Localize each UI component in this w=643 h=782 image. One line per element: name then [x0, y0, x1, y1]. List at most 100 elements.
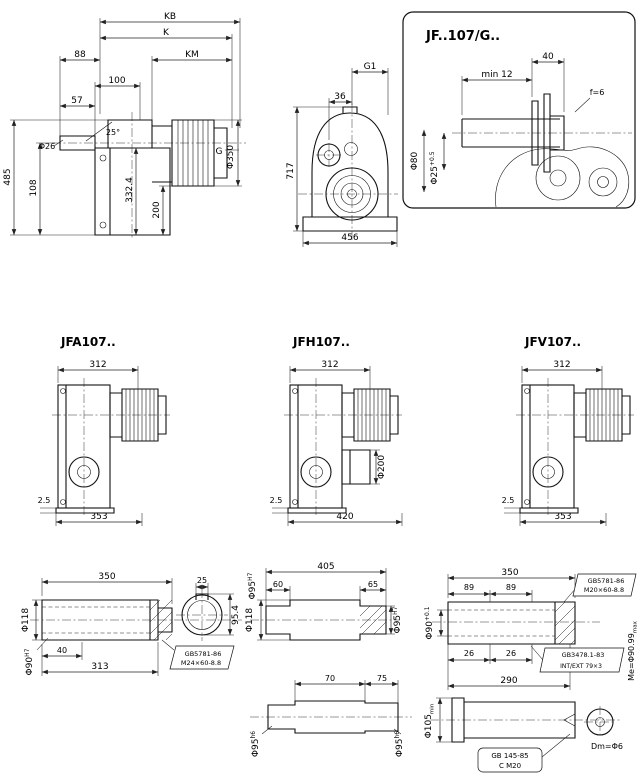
dim-36: 36	[334, 92, 346, 102]
centerline	[52, 378, 170, 516]
motor-fins	[357, 389, 387, 441]
dim-phi95h7-right: Φ95H7	[392, 606, 403, 633]
upper-bore	[317, 143, 341, 167]
detail-title: JF..107/G..	[425, 29, 500, 44]
dim-290: 290	[500, 676, 517, 686]
callout-size: M24×60-8.8	[181, 659, 221, 667]
centerline	[298, 103, 398, 240]
bolt-hole	[99, 221, 107, 229]
output-bore	[325, 167, 379, 221]
dim-312: 312	[553, 360, 570, 370]
thread-callout-box	[477, 747, 543, 773]
bolt-hole	[292, 499, 298, 505]
hatching	[554, 601, 576, 645]
callout-box	[169, 645, 235, 670]
housing-break-line	[495, 146, 630, 208]
dim-phi90: Φ90+0.1	[424, 606, 435, 639]
dim-g1: G1	[364, 62, 377, 72]
dim-25: 25	[197, 576, 207, 585]
extension-lines	[10, 18, 242, 236]
dim-phi80: Φ80	[410, 151, 420, 170]
dim-717: 717	[286, 162, 296, 179]
dim-dm: Dm=Φ6	[591, 742, 623, 751]
dim-350: 350	[98, 572, 115, 582]
dim-phi95h7-left: Φ95H7	[247, 572, 258, 599]
thread-std: GB 145-85	[491, 752, 528, 760]
bore-hidden-lines	[42, 606, 150, 634]
dim-332: 332.4	[125, 177, 135, 203]
output-bore-inner	[333, 175, 371, 213]
variant-jfv: JFV107.. 312 2.5 353	[502, 335, 634, 526]
side-view: KB K 88 KM 100 57 25° Φ26 485 108 332.4 …	[3, 12, 246, 240]
variant-label: JFH107..	[292, 335, 350, 349]
dim-2-5: 2.5	[270, 496, 283, 505]
motor-fins	[589, 389, 619, 441]
dim-k: K	[163, 28, 170, 38]
callout-size: M20×60-8.8	[584, 586, 624, 594]
centerline	[284, 378, 402, 516]
dim-200: 200	[152, 201, 162, 218]
hatching	[149, 599, 173, 641]
dim-phi90h7: Φ90H7	[24, 648, 35, 675]
dim-313: 313	[91, 662, 108, 672]
dim-2-5: 2.5	[38, 496, 51, 505]
dim-70: 70	[325, 674, 335, 683]
dim-485: 485	[3, 168, 13, 185]
extension-lines	[257, 568, 402, 735]
detail-view: JF..107/G.. 40 min 12 f=6 Φ80 Φ25+0.5	[402, 11, 636, 209]
spline-std: GB3478.1-83	[562, 651, 605, 659]
dim-65: 65	[368, 580, 378, 589]
upper-shaft-outline	[447, 601, 576, 645]
dim-40: 40	[57, 646, 67, 655]
dim-f6: f=6	[590, 88, 605, 97]
gear-circle	[535, 155, 581, 201]
dim-26a: 26	[464, 649, 474, 658]
dim-phi118: Φ118	[21, 608, 31, 633]
centerline	[52, 112, 246, 240]
dim-108: 108	[29, 179, 39, 196]
dim-26b: 26	[506, 649, 516, 658]
shaft-detail-a: 350 Φ118 Φ90H7 40 313 25 95.4 GB5781-86 …	[21, 572, 242, 676]
bolt-hole	[60, 388, 66, 394]
dim-min12: min 12	[481, 70, 512, 80]
dim-angle: 25°	[106, 128, 120, 137]
output-shaft-inner	[309, 465, 323, 479]
base-plate	[55, 507, 115, 514]
spline-spec: INT/EXT 79×3	[560, 663, 602, 670]
dim-89a: 89	[464, 583, 474, 592]
gear-circle-inner	[597, 176, 609, 188]
dim-57: 57	[71, 96, 82, 106]
bore-hidden-lines	[448, 609, 555, 637]
center-hole-cone	[563, 713, 576, 727]
bolt-hole	[60, 499, 66, 505]
dim-312: 312	[89, 360, 106, 370]
dim-353: 353	[90, 512, 107, 522]
dim-phi26: Φ26	[39, 142, 55, 151]
output-shaft-inner	[77, 465, 91, 479]
bolt-hole	[292, 388, 298, 394]
centerline	[516, 378, 634, 516]
callout-std: GB5781-86	[185, 650, 222, 658]
motor-fins	[177, 120, 209, 186]
dim-350: 350	[501, 568, 518, 578]
centerline	[430, 621, 620, 738]
thread-size: C M20	[499, 762, 521, 770]
variant-label: JFV107..	[524, 335, 581, 349]
dim-40: 40	[542, 52, 554, 62]
centerline	[250, 619, 412, 718]
dim-88: 88	[74, 50, 86, 60]
dim-60: 60	[273, 580, 283, 589]
gear-circle	[588, 167, 618, 197]
dim-phi95h6-right: Φ95h6	[394, 731, 405, 757]
output-shaft	[300, 456, 332, 488]
dim-phi95h6-left: Φ95h6	[250, 731, 261, 757]
motor-fins	[125, 389, 155, 441]
lower-shaft-outline	[451, 697, 576, 743]
extension-lines	[40, 366, 143, 526]
bolt-hole	[524, 499, 530, 505]
keyway	[195, 593, 209, 600]
variant-label: JFA107..	[60, 335, 116, 349]
upper-bore-inner	[324, 150, 334, 160]
dim-me: Me=Φ90.99max	[627, 620, 639, 680]
